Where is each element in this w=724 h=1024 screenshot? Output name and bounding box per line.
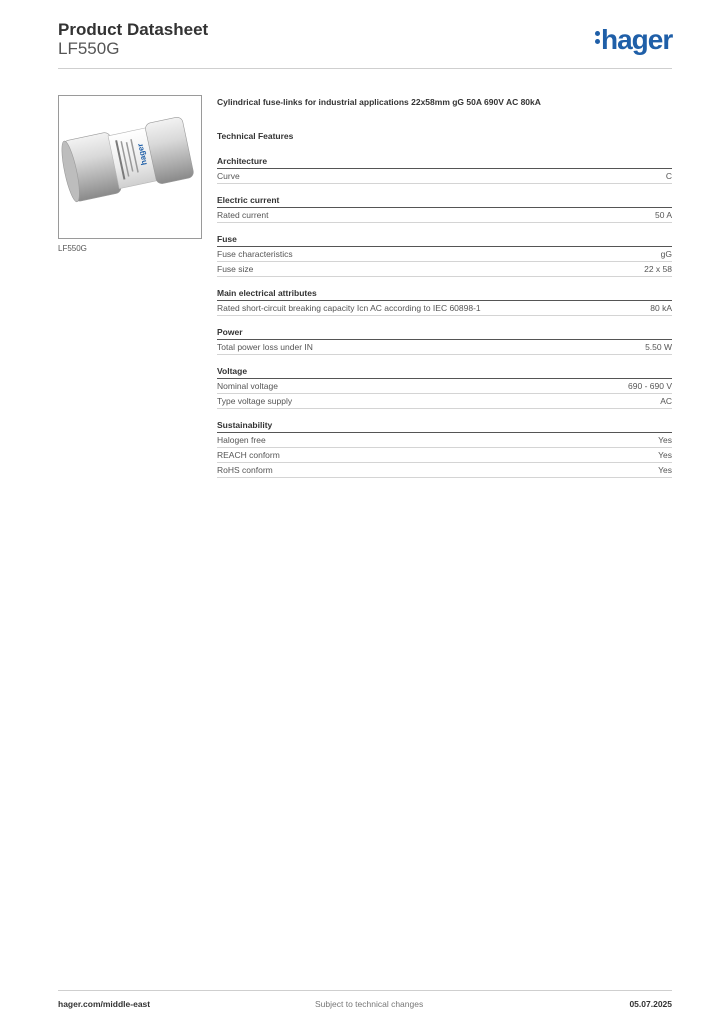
footer-divider: [58, 990, 672, 991]
spec-row: Curve C: [217, 169, 672, 184]
spec-row: Fuse characteristics gG: [217, 247, 672, 262]
spec-value: Yes: [658, 450, 672, 460]
spec-label: RoHS conform: [217, 465, 273, 475]
spec-row: Rated short-circuit breaking capacity Ic…: [217, 301, 672, 316]
spec-row: Total power loss under IN 5.50 W: [217, 340, 672, 355]
image-caption: LF550G: [58, 244, 87, 253]
spec-value: Yes: [658, 465, 672, 475]
spec-label: Nominal voltage: [217, 381, 278, 391]
spec-row: Halogen free Yes: [217, 433, 672, 448]
spec-section-title: Power: [217, 326, 672, 340]
spec-value: 5.50 W: [645, 342, 672, 352]
spec-value: C: [665, 171, 672, 181]
spec-value: 80 kA: [650, 303, 672, 313]
footer-date: 05.07.2025: [629, 999, 672, 1009]
spec-value: AC: [660, 396, 672, 406]
spec-row: Fuse size 22 x 58: [217, 262, 672, 277]
spec-label: Type voltage supply: [217, 396, 293, 406]
spec-section-title: Fuse: [217, 233, 672, 247]
spec-label: Rated current: [217, 210, 269, 220]
spec-row: RoHS conform Yes: [217, 463, 672, 478]
fuse-brand-label: hager: [135, 143, 148, 166]
spec-value: gG: [660, 249, 672, 259]
spec-label: Halogen free: [217, 435, 266, 445]
spec-label: Total power loss under IN: [217, 342, 313, 352]
spec-section-title: Main electrical attributes: [217, 287, 672, 301]
spec-label: Curve: [217, 171, 240, 181]
product-code: LF550G: [58, 39, 120, 58]
spec-label: Fuse size: [217, 264, 254, 274]
spec-row: REACH conform Yes: [217, 448, 672, 463]
logo-text: hager: [601, 24, 673, 55]
spec-value: Yes: [658, 435, 672, 445]
spec-label: Fuse characteristics: [217, 249, 293, 259]
spec-row: Rated current 50 A: [217, 208, 672, 223]
fuse-cartridge-image: hager: [61, 116, 194, 203]
spec-row: Type voltage supply AC: [217, 394, 672, 409]
logo-dots-icon: [595, 28, 601, 47]
spec-row: Nominal voltage 690 - 690 V: [217, 379, 672, 394]
page-title: Product Datasheet: [58, 20, 209, 39]
spec-value: 50 A: [654, 210, 672, 220]
footer-website-link[interactable]: hager.com/middle-east: [58, 999, 151, 1009]
spec-label: Rated short-circuit breaking capacity Ic…: [217, 303, 481, 313]
spec-value: 690 - 690 V: [628, 381, 672, 391]
product-image-frame: hager: [58, 95, 202, 239]
spec-section-title: Electric current: [217, 194, 672, 208]
spec-value: 22 x 58: [644, 264, 672, 274]
product-description: Cylindrical fuse-links for industrial ap…: [217, 97, 541, 107]
technical-features-heading: Technical Features: [217, 131, 294, 141]
header-divider: [58, 68, 672, 69]
hager-logo: hager: [595, 24, 673, 56]
footer-notice: Subject to technical changes: [315, 999, 424, 1009]
spec-section-title: Architecture: [217, 155, 672, 169]
spec-label: REACH conform: [217, 450, 280, 460]
spec-section-title: Voltage: [217, 365, 672, 379]
spec-section-title: Sustainability: [217, 419, 672, 433]
